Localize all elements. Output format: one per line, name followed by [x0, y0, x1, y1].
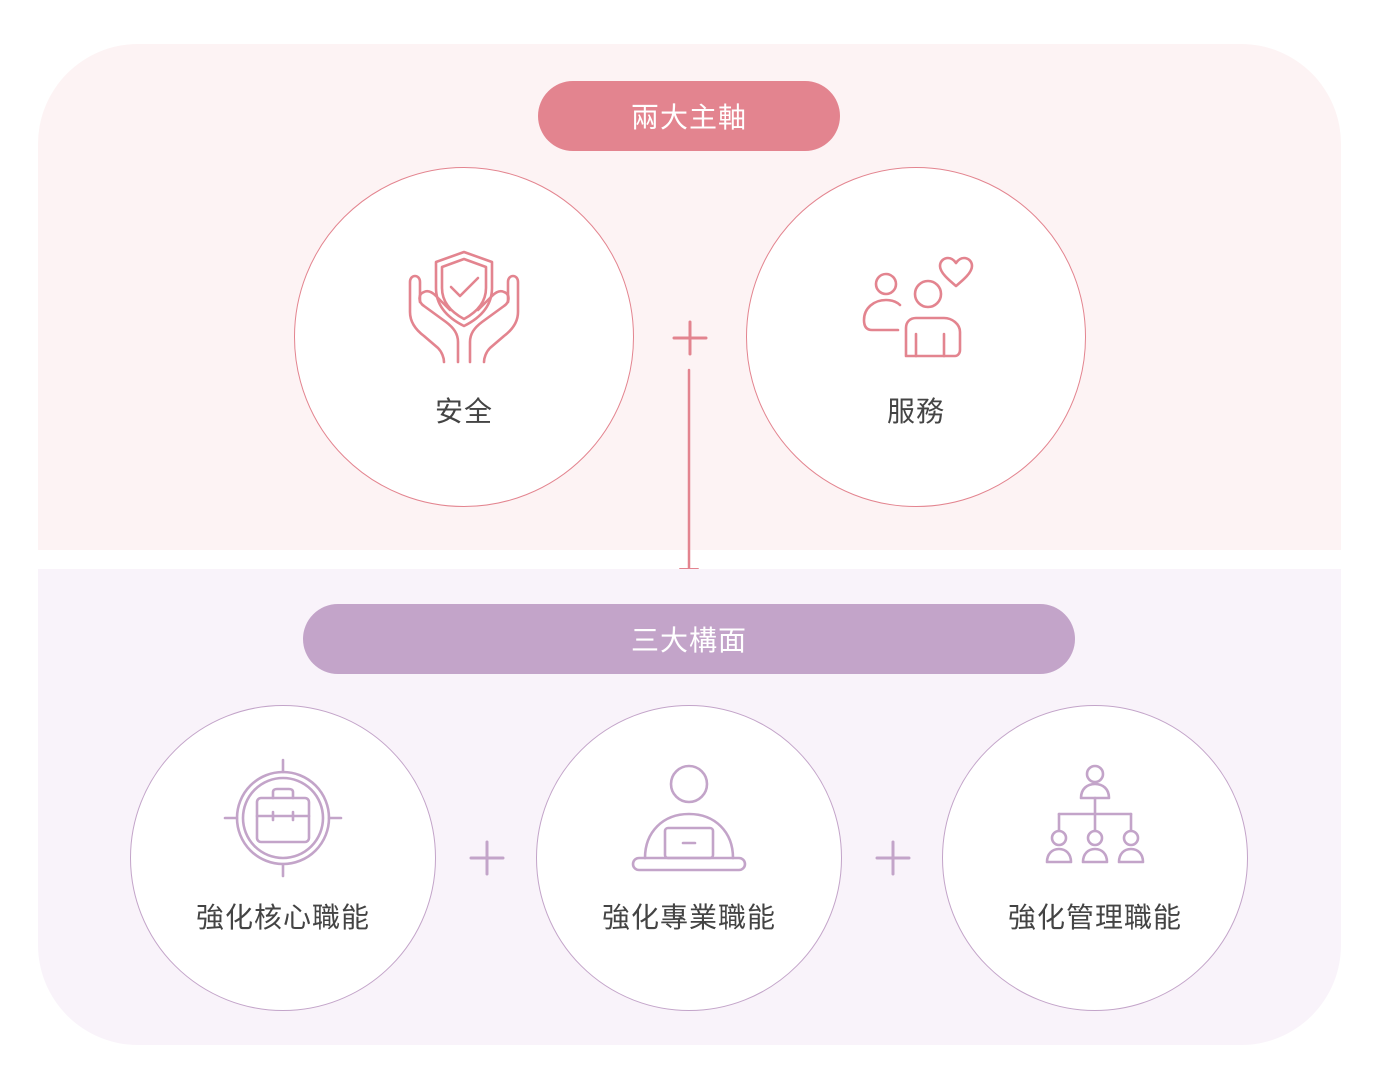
shield-check-hands-icon: [408, 250, 520, 364]
service-label: 服務: [886, 395, 945, 428]
people-heart-icon: [862, 256, 974, 358]
service-circle: 服務: [746, 167, 1086, 507]
professional-competency-circle: 強化專業職能: [536, 705, 842, 1011]
three-dimensions-title-text: 三大構面: [630, 624, 747, 657]
three-dimensions-title: 三大構面: [303, 604, 1075, 674]
safety-label: 安全: [434, 395, 493, 428]
core-competency-circle: 強化核心職能: [130, 705, 436, 1011]
briefcase-target-icon: [223, 758, 343, 878]
plus-icon: [672, 320, 708, 356]
plus-icon: [469, 840, 505, 876]
management-competency-label: 強化管理職能: [1007, 901, 1182, 934]
org-chart-icon: [1045, 764, 1145, 864]
down-arrow-connector: [679, 368, 699, 586]
two-main-axes-title-text: 兩大主軸: [630, 101, 747, 134]
plus-icon: [875, 840, 911, 876]
two-main-axes-title: 兩大主軸: [538, 81, 840, 151]
safety-circle: 安全: [294, 167, 634, 507]
professional-competency-label: 強化專業職能: [601, 901, 776, 934]
person-laptop-icon: [631, 764, 747, 872]
core-competency-label: 強化核心職能: [195, 901, 370, 934]
management-competency-circle: 強化管理職能: [942, 705, 1248, 1011]
